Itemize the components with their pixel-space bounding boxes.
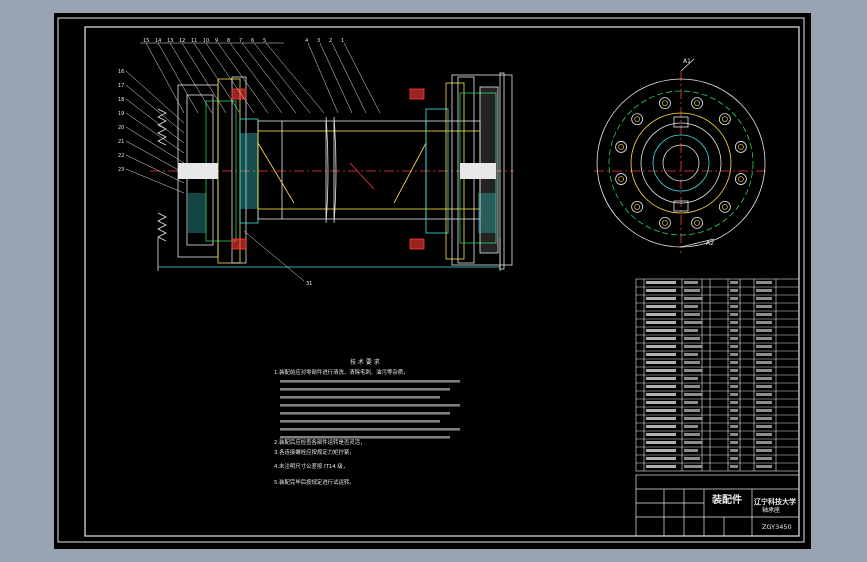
end-view-label-a2: A2 (706, 240, 714, 247)
balloon-leader (331, 42, 367, 114)
balloon-leader (169, 42, 213, 114)
balloon-label: 31 (306, 281, 312, 287)
balloon-leader (125, 98, 185, 144)
technical-requirements: 技 术 要 求 1.装配前应对零部件进行清洗，清除毛刺、油污等杂质， 2.装配后… (274, 358, 460, 486)
tech-note-line: 4.未注明尺寸公差按 IT14 级， (274, 462, 348, 470)
bolt-hole (691, 216, 703, 229)
school-name: 辽宁科技大学 (754, 497, 796, 506)
right-coupling-hub (425, 108, 449, 234)
balloon-leader (205, 42, 255, 114)
balloon-leader (181, 42, 227, 114)
balloon-leader (125, 70, 185, 124)
section-view (150, 72, 514, 271)
title-block (635, 474, 800, 537)
end-view (594, 58, 768, 253)
balloon-leader (145, 42, 185, 114)
bolt-hole (734, 141, 747, 153)
balloon-label: 14 (155, 38, 161, 44)
balloon-label: 21 (118, 139, 124, 145)
balloon-leader (217, 42, 269, 114)
parts-list-table (635, 278, 800, 472)
balloon-label: 18 (118, 97, 124, 103)
balloon-leader (229, 42, 283, 114)
bolt-hole (734, 173, 747, 185)
balloon-label: 13 (167, 38, 173, 44)
balloon-label: 23 (118, 167, 124, 173)
tech-note-line: 5.装配完毕后按规定进行试运转。 (274, 478, 355, 486)
bolt-hole (631, 200, 644, 213)
bolt-hole (631, 113, 644, 126)
tech-note-filler (280, 380, 460, 439)
balloon-leader (253, 42, 311, 114)
balloon-label: 3 (317, 38, 320, 44)
balloon-label: 7 (239, 38, 242, 44)
tech-note-line: 1.装配前应对零部件进行清洗，清除毛刺、油污等杂质， (274, 368, 409, 376)
balloon-label: 2 (329, 38, 332, 44)
outer-frame (57, 17, 805, 543)
bolt-hole (615, 141, 628, 153)
bolt-hole (659, 97, 671, 110)
balloon-leader (157, 42, 199, 114)
balloon-leader (125, 112, 185, 154)
tech-note-line: 3.各连接螺栓应按规定力矩拧紧， (274, 448, 355, 456)
balloon-label: 15 (143, 38, 149, 44)
balloon-label: 16 (118, 69, 124, 75)
balloon-leader (125, 84, 185, 134)
bolt-hole (659, 216, 671, 229)
balloon-label: 22 (118, 153, 124, 159)
balloon-label: 19 (118, 111, 124, 117)
balloon-label: 11 (191, 38, 197, 44)
end-view-label-a1: A1 (683, 58, 691, 65)
drawing-number: ZGY3450 (762, 523, 792, 531)
balloon-leader (307, 42, 339, 114)
balloon-label: 12 (179, 38, 185, 44)
central-shaft (257, 120, 481, 220)
sub-name: 轴承座 (762, 506, 780, 514)
balloon-leader (125, 154, 185, 184)
balloon-label: 4 (305, 38, 308, 44)
bolt-hole (718, 113, 731, 126)
drawing-name: 装配件 (711, 493, 742, 506)
balloon-label: 10 (203, 38, 209, 44)
balloon-label: 20 (118, 125, 124, 131)
bolt-circle (615, 97, 747, 229)
tech-notes-heading: 技 术 要 求 (350, 358, 380, 366)
balloon-leader (125, 168, 185, 194)
balloon-leader (125, 126, 185, 164)
bolt-hole (718, 200, 731, 213)
balloon-leader (125, 140, 185, 174)
balloon-leader (193, 42, 241, 114)
tech-note-line: 2.装配后应检查各部件运转是否灵活， (274, 438, 365, 446)
balloon-label: 5 (263, 38, 266, 44)
balloon-leader (265, 42, 325, 114)
balloon-leader (241, 42, 297, 114)
bolt-hole (691, 97, 703, 110)
balloon-label: 8 (227, 38, 230, 44)
balloon-label: 6 (251, 38, 254, 44)
balloon-label: 17 (118, 83, 124, 89)
balloon-leader (319, 42, 353, 114)
balloon-label: 9 (215, 38, 218, 44)
balloon-leader (243, 230, 305, 282)
balloon-label: 1 (341, 38, 344, 44)
bolt-hole (615, 173, 628, 185)
balloon-leader (343, 42, 381, 114)
